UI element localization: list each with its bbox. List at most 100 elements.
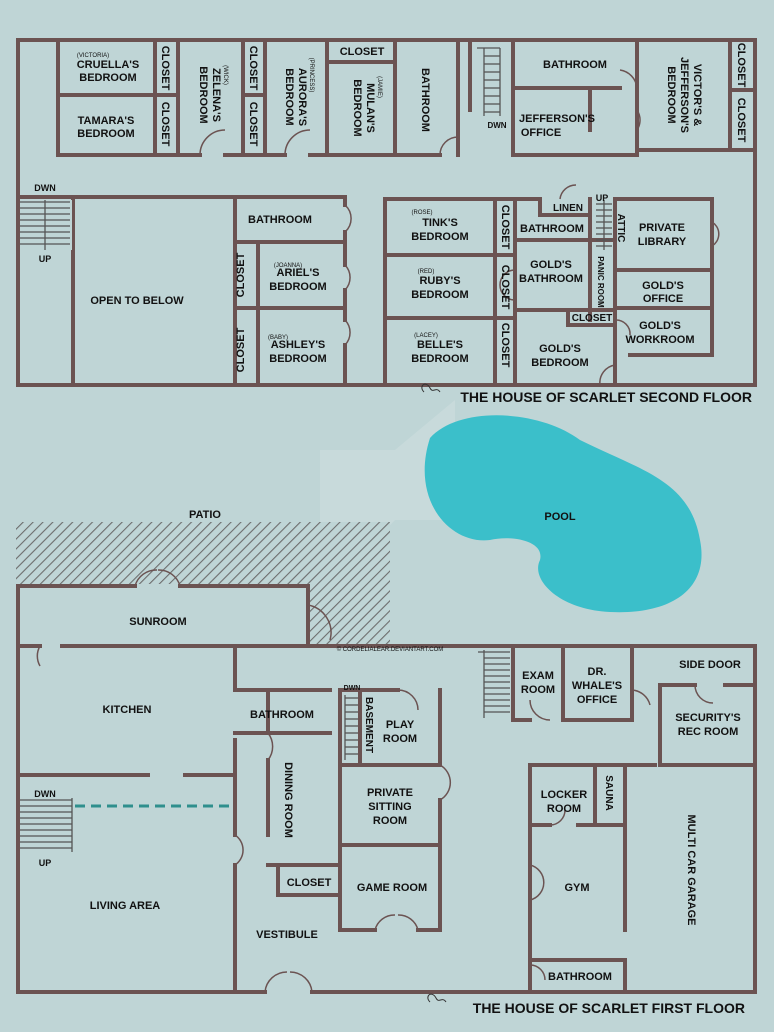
cruella-alias: (VICTORIA)	[77, 53, 109, 59]
closet-label: CLOSET	[499, 265, 511, 310]
locker-room-label-1: LOCKER	[541, 789, 588, 801]
stairs-first-floor-living	[20, 798, 73, 852]
belle-label-1: BELLE'S	[417, 339, 463, 351]
bathroom-label: BATHROOM	[543, 59, 607, 71]
cruella-label-2: BEDROOM	[79, 72, 136, 84]
sunroom-label: SUNROOM	[129, 616, 186, 628]
stairs-second-floor-center	[477, 47, 501, 116]
closet-label: CLOSET	[499, 205, 511, 250]
closet-label: CLOSET	[159, 102, 171, 147]
patio-label: PATIO	[189, 509, 221, 521]
mulan-label-2: BEDROOM	[351, 79, 363, 136]
victor-jefferson-label-3: BEDROOM	[665, 66, 677, 123]
tamara-label-2: BEDROOM	[77, 128, 134, 140]
ruby-alias: (RED)	[418, 269, 435, 275]
closet-label: CLOSET	[340, 46, 385, 58]
patio-side	[308, 584, 390, 644]
ashley-label-2: BEDROOM	[269, 353, 326, 365]
tink-alias: (ROSE)	[412, 210, 433, 216]
dining-room-label: DINING ROOM	[282, 762, 294, 838]
dr-whale-label-1: DR.	[588, 666, 607, 678]
private-library-label-1: PRIVATE	[639, 222, 685, 234]
dr-whale-label-2: WHALE'S	[572, 680, 622, 692]
game-room-label: GAME ROOM	[357, 882, 427, 894]
jefferson-office-label-2: OFFICE	[521, 127, 561, 139]
first-floor-labels: SUNROOM © CORDELIALEAR.DEVIANTART.COM KI…	[34, 616, 745, 1016]
stairs-up-label: UP	[39, 858, 52, 868]
closet-label: CLOSET	[499, 323, 511, 368]
closet-label: CLOSET	[735, 98, 747, 143]
zelena-alias: (WICK)	[222, 65, 228, 85]
closet-label: CLOSET	[235, 252, 247, 297]
tink-label-2: BEDROOM	[411, 231, 468, 243]
dr-whale-label-3: OFFICE	[577, 694, 617, 706]
stairs-first-floor-right	[478, 650, 510, 718]
ruby-label-1: RUBY'S	[419, 275, 460, 287]
open-to-below-label: OPEN TO BELOW	[90, 295, 184, 307]
stairs-first-floor-basement	[344, 695, 358, 760]
sauna-label: SAUNA	[603, 775, 614, 811]
jefferson-office-label-1: JEFFERSON'S	[519, 113, 595, 125]
ariel-label-1: ARIEL'S	[277, 267, 320, 279]
stairs-down-label: DWN	[34, 789, 56, 799]
gold-office-label-2: OFFICE	[643, 293, 683, 305]
zelena-label-1: ZELENA'S	[210, 68, 222, 122]
ruby-label-2: BEDROOM	[411, 289, 468, 301]
linen-label: LINEN	[553, 203, 583, 214]
basement-label: BASEMENT	[363, 697, 374, 753]
attic-label: ATTIC	[615, 214, 626, 243]
belle-label-2: BEDROOM	[411, 353, 468, 365]
bathroom-label: BATHROOM	[520, 223, 584, 235]
second-floor-labels: (VICTORIA) CRUELLA'S BEDROOM TAMARA'S BE…	[34, 43, 752, 405]
second-floor-title: THE HOUSE OF SCARLET SECOND FLOOR	[460, 389, 752, 405]
first-floor-title: THE HOUSE OF SCARLET FIRST FLOOR	[473, 1000, 745, 1016]
first-floor-doors	[36, 569, 714, 993]
play-room-label-2: ROOM	[383, 733, 417, 745]
multi-car-garage-label: MULTI CAR GARAGE	[685, 814, 697, 925]
bathroom-label: BATHROOM	[250, 709, 314, 721]
belle-alias: (LACEY)	[414, 333, 438, 339]
closet-label: CLOSET	[247, 46, 259, 91]
second-floor	[16, 38, 757, 387]
private-sitting-label-1: PRIVATE	[367, 787, 413, 799]
living-area-label: LIVING AREA	[90, 900, 161, 912]
exam-room-label-1: EXAM	[522, 670, 554, 682]
cruella-label-1: CRUELLA'S	[77, 59, 140, 71]
mulan-alias: (JAMIE)	[376, 76, 382, 98]
security-rec-label-2: REC ROOM	[678, 726, 739, 738]
first-floor	[16, 584, 757, 994]
ashley-label-1: ASHLEY'S	[271, 339, 326, 351]
patio	[16, 522, 390, 584]
stairs-down-label: DWN	[34, 183, 56, 193]
side-door-label: SIDE DOOR	[679, 659, 741, 671]
aurora-alias: (PRINCESS)	[308, 58, 314, 93]
pool-label: POOL	[544, 511, 575, 523]
stairs-second-floor-left	[20, 200, 72, 250]
locker-room-label-2: ROOM	[547, 803, 581, 815]
bathroom-label: BATHROOM	[419, 68, 431, 132]
stairs-down-label: DWN	[344, 685, 361, 692]
signature-mark	[421, 383, 441, 393]
closet-label: CLOSET	[287, 877, 332, 889]
gold-office-label-1: GOLD'S	[642, 280, 684, 292]
ashley-alias: (BABY)	[268, 335, 288, 341]
gold-bathroom-label-2: BATHROOM	[519, 273, 583, 285]
ariel-alias: (JOANNA)	[274, 263, 302, 269]
gold-workroom-label-1: GOLD'S	[639, 320, 681, 332]
stairs-down-label: DWN	[487, 121, 506, 130]
signature-mark	[427, 993, 447, 1003]
panic-room-label: PANIC ROOM	[596, 256, 605, 308]
second-floor-doors	[199, 69, 720, 386]
exam-room-label-2: ROOM	[521, 684, 555, 696]
tamara-label-1: TAMARA'S	[78, 115, 135, 127]
private-library-label-2: LIBRARY	[638, 236, 687, 248]
gold-workroom-label-2: WORKROOM	[625, 334, 694, 346]
stairs-up-label: UP	[596, 193, 609, 203]
stairs-up-label: UP	[39, 254, 52, 264]
gold-bedroom-label-2: BEDROOM	[531, 357, 588, 369]
vestibule-label: VESTIBULE	[256, 929, 318, 941]
bathroom-label: BATHROOM	[548, 971, 612, 983]
private-sitting-label-3: ROOM	[373, 815, 407, 827]
bathroom-label: BATHROOM	[248, 214, 312, 226]
